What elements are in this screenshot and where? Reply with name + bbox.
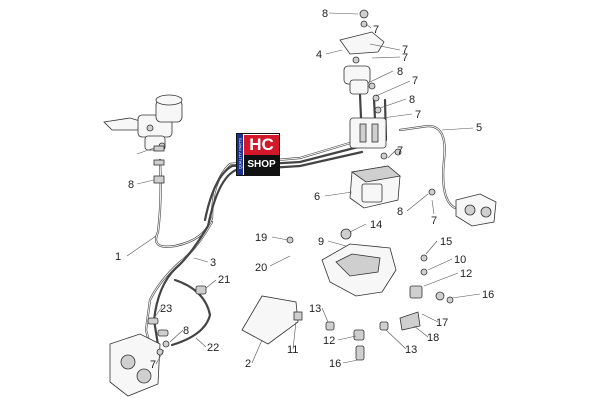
callout-numbers: 8 7 7 4 7 8 7 8 7 5 7 8 6 8 7 14 9 19 15…: [115, 8, 494, 371]
callout: 7: [431, 215, 437, 227]
callout: 13: [309, 303, 321, 315]
leader-lines: [126, 12, 481, 365]
callout: 23: [160, 303, 172, 315]
callout: 16: [482, 289, 494, 301]
callout: 8: [183, 325, 189, 337]
callout: 7: [402, 44, 408, 56]
callout: 7: [373, 24, 379, 36]
callout: 6: [314, 191, 320, 203]
callout: 13: [405, 344, 417, 356]
logo-strip-text: QUALITY PARTS: [237, 137, 243, 170]
right-brake-caliper: [428, 188, 497, 227]
callout: 8: [397, 206, 403, 218]
callout: 12: [460, 268, 472, 280]
callout: 8: [128, 179, 134, 191]
callout: 19: [255, 232, 267, 244]
abs-modulator: [349, 148, 402, 209]
callout: 10: [454, 254, 466, 266]
callout: 22: [207, 342, 219, 354]
logo-strip: QUALITY PARTS: [237, 134, 243, 175]
left-master-cylinder: [103, 94, 183, 151]
lower-bracket: [241, 295, 421, 361]
callout: 4: [316, 49, 322, 61]
callout: 11: [287, 344, 298, 356]
callout: 8: [409, 94, 415, 106]
abs-mounting-bracket: [286, 228, 454, 304]
callout: 3: [210, 257, 216, 269]
callout: 12: [323, 335, 335, 347]
callout: 5: [476, 122, 482, 134]
callout: 18: [427, 332, 439, 344]
callout: 21: [218, 274, 230, 286]
pipe-clips: [147, 285, 207, 337]
callout: 7: [412, 75, 418, 87]
callout: 1: [115, 251, 121, 263]
callout: 7: [150, 359, 156, 371]
callout: 8: [322, 8, 328, 20]
left-fittings: [153, 145, 165, 184]
callout: 20: [255, 262, 267, 274]
logo-hc-text: HC: [244, 135, 279, 155]
left-brake-caliper: [109, 333, 170, 397]
callout: 9: [318, 236, 324, 248]
callout: 17: [436, 317, 448, 329]
hc-shop-logo: QUALITY PARTS HC SHOP: [236, 133, 280, 176]
callout: 15: [440, 236, 452, 248]
callout: 7: [402, 52, 408, 64]
callout: 2: [245, 358, 251, 370]
callout: 8: [397, 66, 403, 78]
brake-pipes: [144, 93, 457, 347]
callout: 14: [370, 219, 382, 231]
pipe-junction: [349, 117, 387, 149]
callout: 16: [329, 358, 341, 370]
top-master-cylinder: [339, 9, 385, 114]
callout: 7: [397, 145, 403, 157]
callout: 7: [415, 109, 421, 121]
logo-shop-text: SHOP: [244, 155, 279, 175]
